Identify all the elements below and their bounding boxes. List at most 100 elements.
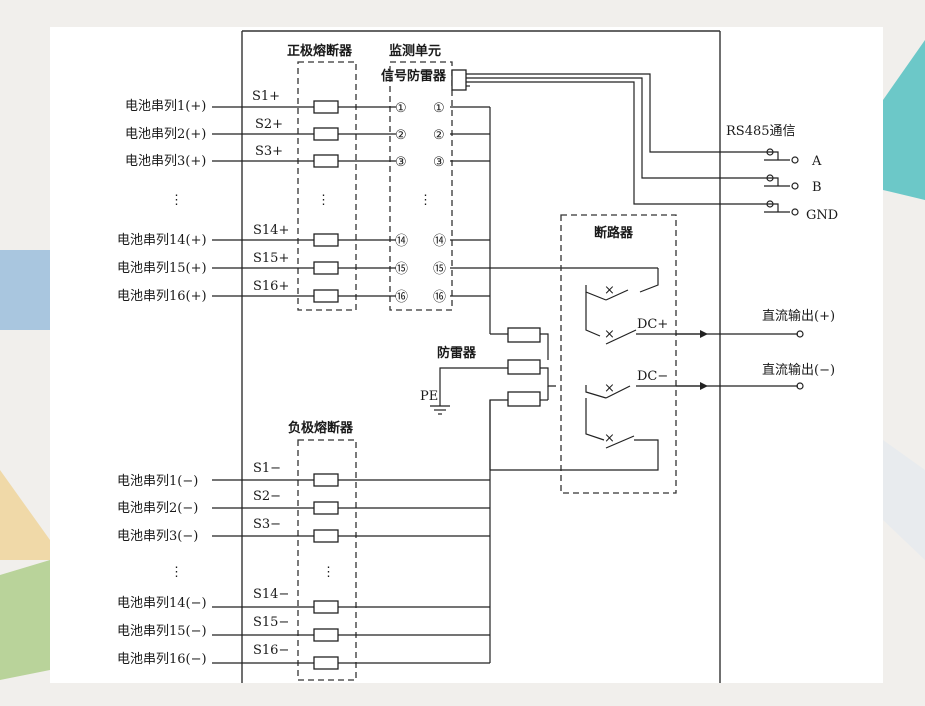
neg-fuse-title: 负极熔断器: [288, 420, 354, 436]
battery-string-label: 电池串列14(−): [117, 596, 207, 611]
neg-s-label: S2−: [253, 489, 281, 504]
surge-channel-number: ⑯: [433, 290, 446, 305]
neg-row-1: 电池串列1(−) S1−: [117, 461, 490, 489]
ellipsis-icon: ⋮: [170, 193, 183, 208]
dc-output-pos: 直流输出(+): [676, 308, 835, 338]
battery-string-label: 电池串列16(−): [117, 652, 207, 667]
fuse-icon: [313, 529, 339, 543]
battery-string-label: 电池串列2(−): [117, 501, 198, 516]
ellipsis-icon: ⋮: [322, 565, 335, 580]
surge-channel-number: ①: [433, 101, 445, 116]
pos-s-label: S15+: [253, 251, 289, 266]
battery-string-label: 电池串列3(+): [125, 154, 206, 169]
surge-channel-number: ⑭: [433, 234, 446, 249]
neg-s-label: S16−: [253, 643, 289, 658]
neg-row-2: 电池串列2(−) S2−: [117, 489, 490, 516]
pos-row-15: 电池串列15(+) S15+ ⑮ ⑮: [117, 251, 658, 277]
monitor-channel-number: ③: [395, 155, 407, 170]
breaker-switch-pos: × ×: [585, 268, 700, 345]
ellipsis-icon: ⋮: [317, 193, 330, 208]
breaker-group-box: [560, 214, 677, 494]
fuse-icon: [313, 600, 339, 614]
svg-text:×: ×: [604, 283, 615, 298]
pos-row-1: 电池串列1(+) S1+ ① ①: [125, 89, 490, 116]
signal-surge-title: 信号防雷器: [381, 68, 447, 84]
pos-s-label: S3+: [255, 144, 283, 159]
dc-pos-label: DC+: [637, 317, 668, 332]
battery-string-label: 电池串列2(+): [125, 127, 206, 142]
svg-text:×: ×: [604, 381, 615, 396]
dc-out-pos-label: 直流输出(+): [762, 308, 835, 324]
battery-string-label: 电池串列1(+): [125, 99, 206, 114]
svg-text:×: ×: [604, 327, 615, 342]
neg-row-3: 电池串列3(−) S3−: [117, 517, 490, 544]
bg-blue-block: [0, 250, 50, 330]
pos-row-2: 电池串列2(+) S2+ ② ②: [125, 117, 490, 143]
fuse-icon: [313, 127, 339, 141]
fuse-icon: [313, 628, 339, 642]
neg-s-label: S15−: [253, 615, 289, 630]
pos-row-3: 电池串列3(+) S3+ ③ ③: [125, 144, 490, 170]
fuse-icon: [313, 656, 339, 670]
signal-surge-protector: [451, 69, 467, 91]
neg-row-16: 电池串列16(−) S16−: [117, 643, 490, 670]
neg-row-14: 电池串列14(−) S14−: [117, 587, 490, 614]
pos-fuse-title: 正极熔断器: [287, 43, 353, 59]
fuse-icon: [313, 154, 339, 168]
rs485-line-a: [466, 73, 779, 160]
terminal-b: B: [764, 174, 822, 195]
battery-string-label: 电池串列16(+): [117, 289, 207, 304]
terminal-gnd: GND: [764, 200, 838, 223]
fuse-icon: [313, 473, 339, 487]
surge-protector: [439, 327, 556, 470]
rs485-title: RS485通信: [726, 124, 796, 139]
monitor-group-box: [389, 61, 453, 311]
monitor-channel-number: ⑮: [395, 262, 408, 277]
terminal-gnd-label: GND: [806, 208, 838, 223]
pos-s-label: S14+: [253, 223, 289, 238]
bg-teal-shape: [883, 40, 925, 200]
fuse-icon: [313, 289, 339, 303]
pos-row-16: 电池串列16(+) S16+ ⑯ ⑯: [117, 279, 490, 305]
monitor-channel-number: ①: [395, 101, 407, 116]
battery-string-label: 电池串列15(−): [117, 624, 207, 639]
dc-neg-label: DC−: [637, 369, 668, 384]
monitor-channel-number: ②: [395, 128, 407, 143]
monitor-channel-number: ⑭: [395, 234, 408, 249]
ground-icon: [430, 405, 450, 415]
pos-fuse-group-box: [297, 61, 357, 311]
rs485-line-gnd: [466, 81, 779, 212]
neg-s-label: S3−: [253, 517, 281, 532]
pos-row-14: 电池串列14(+) S14+ ⑭ ⑭: [117, 223, 490, 249]
pe-label: PE: [420, 389, 438, 404]
monitor-title: 监测单元: [389, 43, 441, 59]
bg-grey-shape: [883, 440, 925, 560]
terminal-b-label: B: [812, 180, 822, 195]
battery-string-label: 电池串列14(+): [117, 233, 207, 248]
battery-string-label: 电池串列1(−): [117, 474, 198, 489]
rs485-line-b: [466, 77, 779, 186]
ellipsis-icon: ⋮: [170, 565, 183, 580]
fuse-icon: [313, 501, 339, 515]
battery-string-label: 电池串列3(−): [117, 529, 198, 544]
neg-s-label: S1−: [253, 461, 281, 476]
fuse-icon: [313, 100, 339, 114]
dc-output-neg: 直流输出(−): [676, 362, 835, 390]
svg-text:×: ×: [604, 431, 615, 446]
surge-channel-number: ⑮: [433, 262, 446, 277]
battery-string-label: 电池串列15(+): [117, 261, 207, 276]
terminal-a: A: [764, 148, 822, 169]
bg-green-shape: [0, 560, 50, 680]
breaker-switch-neg: × ×: [490, 381, 700, 471]
monitor-channel-number: ⑯: [395, 290, 408, 305]
pos-s-label: S16+: [253, 279, 289, 294]
bg-yellow-shape: [0, 470, 50, 560]
neg-fuse-group-box: [297, 439, 357, 681]
breaker-title: 断路器: [594, 225, 634, 241]
fuse-icon: [313, 233, 339, 247]
dc-out-neg-label: 直流输出(−): [762, 362, 835, 378]
neg-s-label: S14−: [253, 587, 289, 602]
surge-channel-number: ③: [433, 155, 445, 170]
